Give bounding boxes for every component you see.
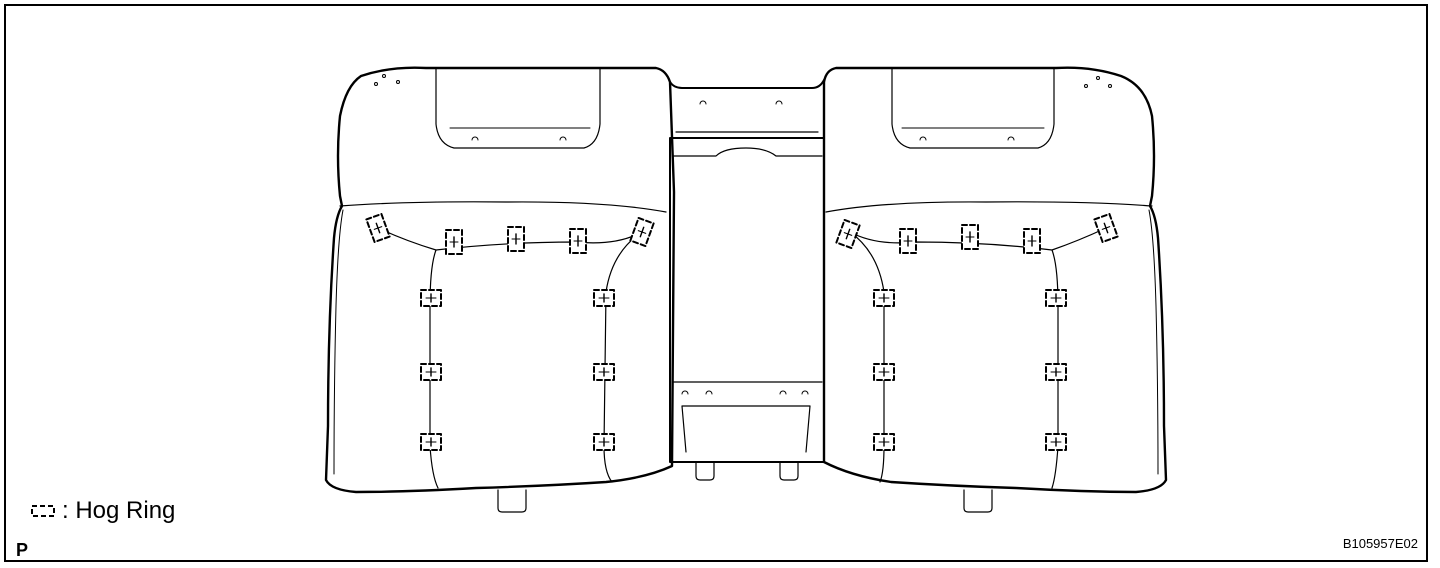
right-pin-hole (1084, 84, 1088, 88)
view-letter: P (16, 540, 29, 560)
left-headrest-recess (435, 67, 601, 149)
hog-ring-marker (1093, 212, 1119, 244)
hog-ring-marker (420, 433, 442, 451)
hog-ring-markers-right (835, 212, 1119, 451)
hog-ring-marker (899, 228, 917, 254)
hog-ring-marker (1045, 433, 1067, 451)
hog-ring-marker (420, 363, 442, 381)
left-pin-hole (374, 82, 378, 86)
left-seatback-hook (497, 489, 527, 513)
right-clip-hole (919, 136, 927, 141)
left-pin-hole (382, 74, 386, 78)
hog-ring-marker (569, 228, 587, 254)
hog-ring-marker (961, 224, 979, 250)
hog-ring-marker (835, 218, 861, 250)
center-hook (695, 461, 715, 481)
diagram-frame: : Hog Ring P B105957E02 (4, 4, 1428, 562)
center-opening-lower (671, 381, 823, 453)
hog-ring-marker (593, 289, 615, 307)
right-seatback-hook (963, 489, 993, 513)
right-clip-hole (1007, 136, 1015, 141)
right-headrest-recess (891, 67, 1055, 149)
hog-ring-symbol-icon (31, 505, 55, 517)
right-shoulder-seam (825, 201, 1153, 213)
hog-ring-marker (1045, 289, 1067, 307)
right-seatback-edge (1148, 209, 1159, 475)
center-clip-hole (779, 390, 809, 395)
hog-ring-marker (445, 229, 463, 255)
center-hook (779, 461, 799, 481)
left-clip-hole (559, 136, 567, 141)
hog-ring-marker (593, 363, 615, 381)
center-clip-hole (699, 100, 707, 105)
center-clip-hole (775, 100, 783, 105)
hog-ring-marker (365, 212, 391, 244)
hog-ring-marker (1023, 228, 1041, 254)
hog-ring-marker (420, 289, 442, 307)
left-clip-hole (471, 136, 479, 141)
left-shoulder-seam (339, 201, 667, 213)
hog-ring-marker (507, 226, 525, 252)
hog-ring-marker (593, 433, 615, 451)
figure-code: B105957E02 (1342, 536, 1418, 551)
left-seatback (324, 66, 676, 513)
hog-ring-markers-left (365, 212, 655, 451)
hog-ring-marker (873, 289, 895, 307)
hog-ring-marker (873, 363, 895, 381)
center-opening (669, 137, 825, 463)
right-pin-hole (1108, 84, 1112, 88)
hog-ring-marker (629, 216, 655, 248)
legend: : Hog Ring (30, 496, 175, 526)
hog-ring-marker (1045, 363, 1067, 381)
center-clip-hole (681, 390, 713, 395)
left-pin-hole (396, 80, 400, 84)
center-opening-upper (671, 147, 823, 157)
right-seatback-outline (822, 66, 1168, 494)
right-pin-hole (1096, 76, 1100, 80)
hog-ring-marker (873, 433, 895, 451)
left-seatback-edge (333, 209, 344, 475)
center-panel-top (669, 79, 825, 89)
rear-seatback-diagram (324, 66, 1168, 513)
legend-label: : Hog Ring (62, 497, 176, 524)
left-seatback-outline (324, 66, 676, 494)
right-upper-seam (849, 227, 1107, 251)
center-armrest-panel (669, 79, 825, 481)
